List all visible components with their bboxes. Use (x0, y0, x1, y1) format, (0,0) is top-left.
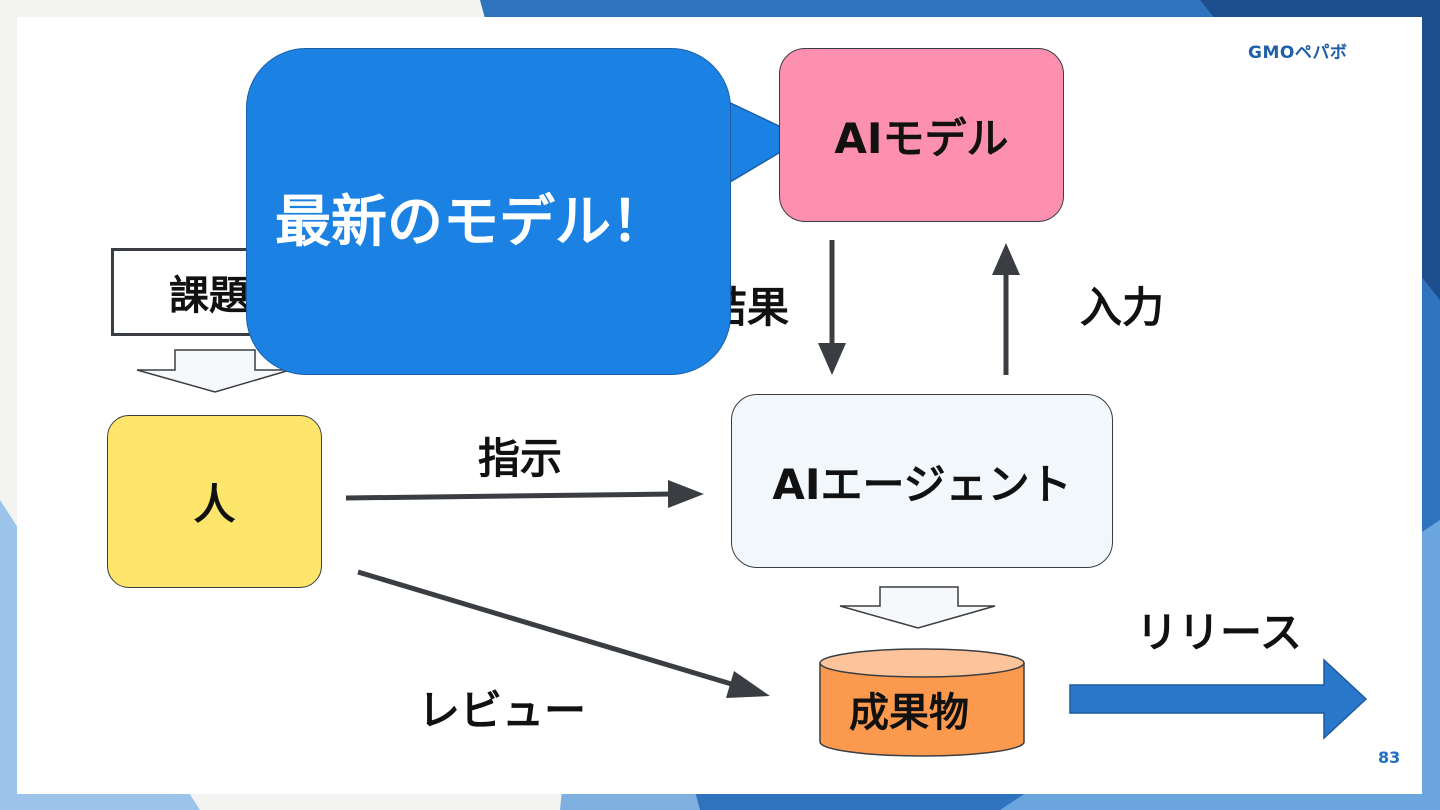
deliverable-cylinder-top (819, 648, 1025, 678)
input-arrowhead (992, 243, 1020, 275)
instruction-arrow-line (345, 491, 673, 501)
review-arrow-line (357, 569, 739, 689)
ai-agent-label: AIエージェント (772, 459, 1072, 509)
human-label: 人 (193, 480, 236, 529)
human-node: 人 (107, 415, 322, 588)
result-arrowhead (818, 343, 846, 375)
instruction-arrowhead (668, 480, 704, 508)
task-label: 課題 (169, 273, 249, 319)
agent-to-deliverable-arrow (839, 586, 996, 629)
company-logo: GMOペパボ (1248, 43, 1348, 63)
deliverable-cylinder (819, 663, 1025, 757)
input-label: 入力 (1080, 283, 1165, 332)
callout-text: 最新のモデル！ (275, 190, 667, 255)
task-to-human-arrow (136, 349, 291, 393)
instruction-label: 指示 (478, 434, 563, 483)
release-arrow (1069, 658, 1368, 740)
page-number: 83 (1378, 748, 1401, 767)
release-label: リリース (1136, 608, 1302, 657)
callout-bubble: 最新のモデル！ (246, 48, 731, 375)
review-arrowhead (726, 671, 770, 698)
ai-model-label: AIモデル (834, 113, 1009, 163)
deliverable-label: 成果物 (849, 690, 969, 736)
review-label: レビュー (418, 686, 587, 735)
ai-model-node: AIモデル (779, 48, 1064, 222)
ai-agent-node: AIエージェント (731, 394, 1113, 568)
